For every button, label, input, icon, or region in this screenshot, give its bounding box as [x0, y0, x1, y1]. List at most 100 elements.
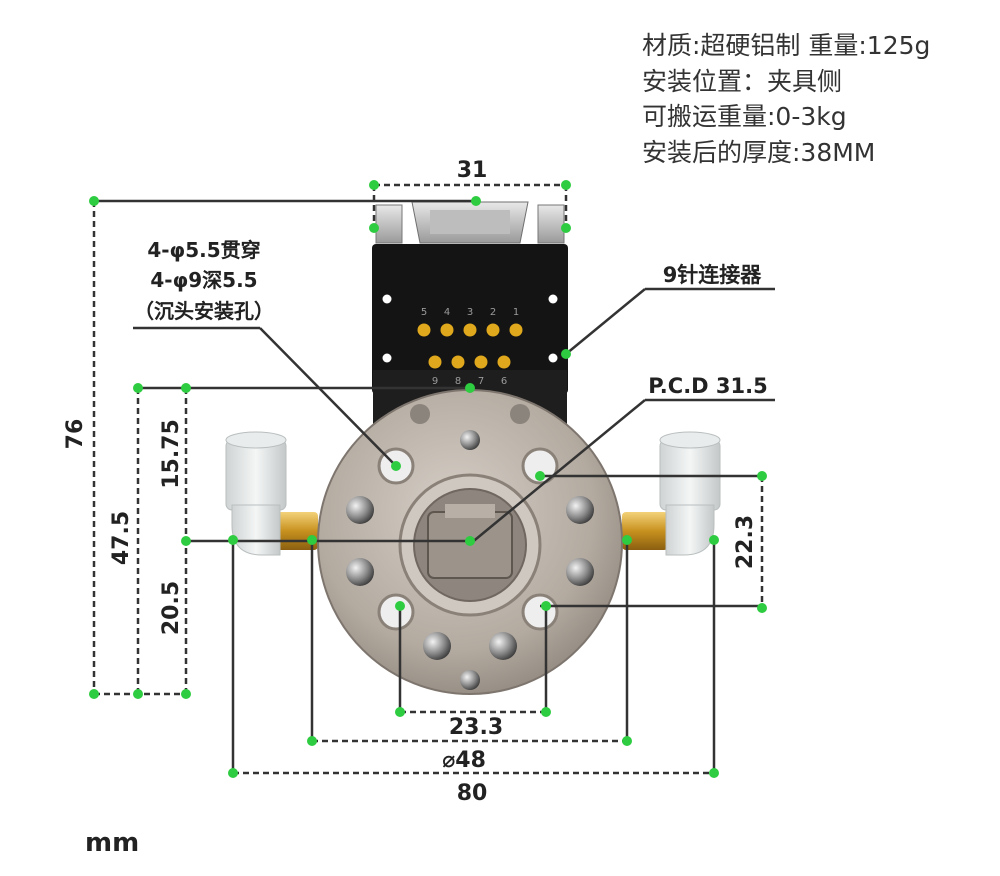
marker-dot	[181, 536, 191, 546]
air-fitting-right	[622, 431, 721, 556]
marker-dot	[561, 223, 571, 233]
connector-pin	[451, 355, 465, 369]
marker-dot	[89, 689, 99, 699]
push-fitting-body	[225, 439, 287, 511]
steel-ball	[346, 496, 374, 524]
label-15-75: 15.75	[159, 419, 184, 489]
dimension-markers	[89, 180, 767, 778]
leader-hole	[259, 327, 397, 467]
connector-pin	[440, 323, 454, 337]
steel-ball	[423, 632, 451, 660]
push-fitting-top	[225, 431, 287, 449]
marker-dot	[228, 535, 238, 545]
label-diameter-48: ⌀48	[442, 748, 486, 773]
marker-dot	[541, 707, 551, 717]
pin-number: 6	[501, 376, 507, 387]
connector-pin	[497, 355, 511, 369]
marker-dot	[307, 736, 317, 746]
pin-number: 2	[490, 307, 496, 318]
marker-dot	[369, 223, 379, 233]
marker-dot	[228, 768, 238, 778]
connector-screw-hole	[382, 294, 392, 304]
mount-hole	[521, 447, 559, 485]
dsub-flange-right	[537, 204, 565, 244]
marker-dot	[307, 535, 317, 545]
marker-dot	[465, 536, 475, 546]
pin-number: 8	[455, 376, 461, 387]
connector-pin	[463, 323, 477, 337]
label-22-3: 22.3	[733, 515, 758, 569]
marker-dot	[709, 768, 719, 778]
label-76: 76	[63, 419, 88, 450]
mount-hole	[521, 593, 559, 631]
dowel-pin	[410, 404, 430, 424]
dimension-lines	[92, 183, 775, 775]
marker-dot	[622, 736, 632, 746]
pin-number: 5	[421, 307, 427, 318]
brass-nipple	[622, 512, 668, 550]
marker-dot	[757, 471, 767, 481]
pin-number: 3	[467, 307, 473, 318]
connector-pin	[474, 355, 488, 369]
pin-number: 9	[432, 376, 438, 387]
marker-dot	[757, 603, 767, 613]
marker-dot	[561, 180, 571, 190]
callout-hole-line2: 4-φ9深5.5	[150, 268, 257, 292]
label-80: 80	[457, 781, 488, 806]
dsub-flange-left	[375, 204, 403, 244]
piston-notch	[445, 504, 495, 518]
spec-material-weight: 材质:超硬铝制 重量:125g	[642, 31, 931, 60]
label-20-5: 20.5	[159, 581, 184, 635]
connector-pin	[428, 355, 442, 369]
marker-dot	[561, 349, 571, 359]
connector-pin	[509, 323, 523, 337]
marker-dot	[89, 196, 99, 206]
push-fitting-top	[659, 431, 721, 449]
label-47-5: 47.5	[109, 511, 134, 565]
marker-dot	[133, 383, 143, 393]
marker-dot	[133, 689, 143, 699]
marker-dot	[535, 471, 545, 481]
spec-payload: 可搬运重量:0-3kg	[642, 102, 847, 131]
steel-ball	[489, 632, 517, 660]
steel-ball	[566, 558, 594, 586]
connector-screw-hole	[548, 353, 558, 363]
marker-dot	[395, 707, 405, 717]
mount-hole	[377, 593, 415, 631]
marker-dot	[181, 383, 191, 393]
leader-connector	[565, 288, 646, 355]
connector-screw-hole	[548, 294, 558, 304]
marker-dot	[622, 535, 632, 545]
marker-dot	[181, 689, 191, 699]
elbow-body	[665, 504, 715, 556]
marker-dot	[471, 196, 481, 206]
pin-number: 4	[444, 307, 450, 318]
callout-pcd: P.C.D 31.5	[648, 374, 767, 398]
marker-dot	[709, 535, 719, 545]
connector-body	[372, 244, 568, 394]
marker-dot	[369, 180, 379, 190]
steel-ball	[346, 558, 374, 586]
callout-connector: 9针连接器	[663, 263, 763, 287]
pin-number: 1	[513, 307, 519, 318]
marker-dot	[465, 383, 475, 393]
elbow-body	[231, 504, 281, 556]
connector-pin	[486, 323, 500, 337]
leader-pcd	[469, 399, 646, 545]
locating-ball	[460, 670, 480, 690]
locating-ball	[460, 430, 480, 450]
spec-mount-position: 安装位置：夹具侧	[642, 67, 843, 96]
marker-dot	[391, 461, 401, 471]
dowel-pin	[510, 404, 530, 424]
marker-dot	[541, 601, 551, 611]
connector-pin	[417, 323, 431, 337]
air-fitting-left	[225, 431, 318, 556]
callout-labels: 4-φ5.5贯穿 4-φ9深5.5 （沉头安装孔） 9针连接器 P.C.D 31…	[134, 238, 768, 398]
dimension-labels: 31 76 47.5 15.75 20.5 22.3 23.3 ⌀48 80	[63, 158, 758, 806]
label-23-3: 23.3	[449, 715, 503, 740]
label-31: 31	[457, 158, 488, 183]
marker-dot	[395, 601, 405, 611]
connector-screw-hole	[382, 353, 392, 363]
